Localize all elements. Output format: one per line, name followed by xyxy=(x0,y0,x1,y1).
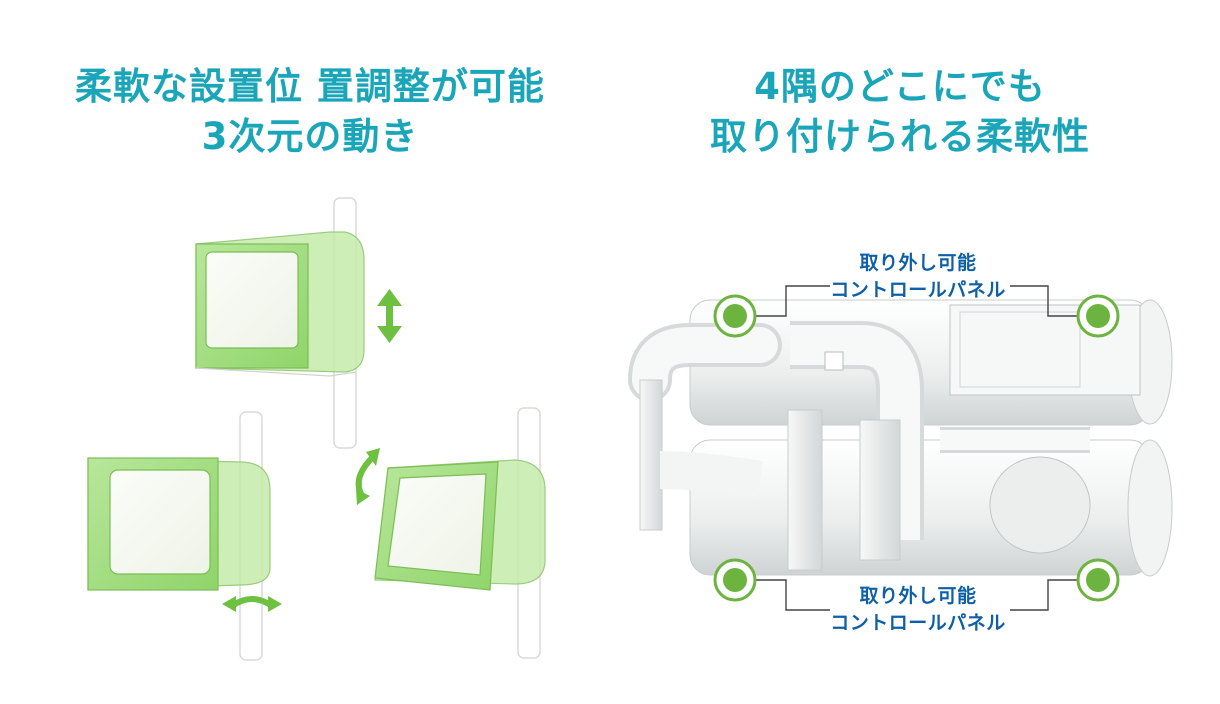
left-heading-line1: 柔軟な設置位 置調整が可能 xyxy=(75,65,545,108)
panel-top-vertical xyxy=(195,197,365,449)
right-heading-line1: 4隅のどこにでも xyxy=(754,65,1046,108)
mount-label-top-line2: コントロールパネル xyxy=(830,279,1006,301)
right-heading-line2: 取り付けられる柔軟性 xyxy=(710,115,1090,158)
mount-point-bottom-right xyxy=(1076,558,1120,602)
label-leader-lines xyxy=(756,285,1090,611)
pipework xyxy=(628,321,1090,571)
mount-point-top-right xyxy=(1076,294,1120,338)
tilt-arrow-icon xyxy=(355,448,380,505)
mount-label-top: 取り外し可能 コントロールパネル xyxy=(808,250,1028,304)
up-down-arrow-icon xyxy=(377,289,402,343)
mount-point-top-left xyxy=(713,294,757,338)
left-heading-line2: 3次元の動き xyxy=(201,115,419,158)
mount-point-bottom-left xyxy=(713,558,757,602)
panel-bottom-right-tilted xyxy=(374,407,546,659)
mount-label-bottom-line2: コントロールパネル xyxy=(830,612,1006,634)
mount-label-top-line1: 取り外し可能 xyxy=(859,252,977,274)
lower-shell xyxy=(689,439,1173,577)
right-heading: 4隅のどこにでも 取り付けられる柔軟性 xyxy=(600,62,1200,162)
panel-bottom-left xyxy=(87,411,271,661)
left-heading: 柔軟な設置位 置調整が可能 3次元の動き xyxy=(20,62,600,162)
mount-label-bottom-line1: 取り外し可能 xyxy=(859,585,977,607)
mount-label-bottom: 取り外し可能 コントロールパネル xyxy=(808,583,1028,637)
horizontal-rotate-arrow-icon xyxy=(222,596,282,612)
